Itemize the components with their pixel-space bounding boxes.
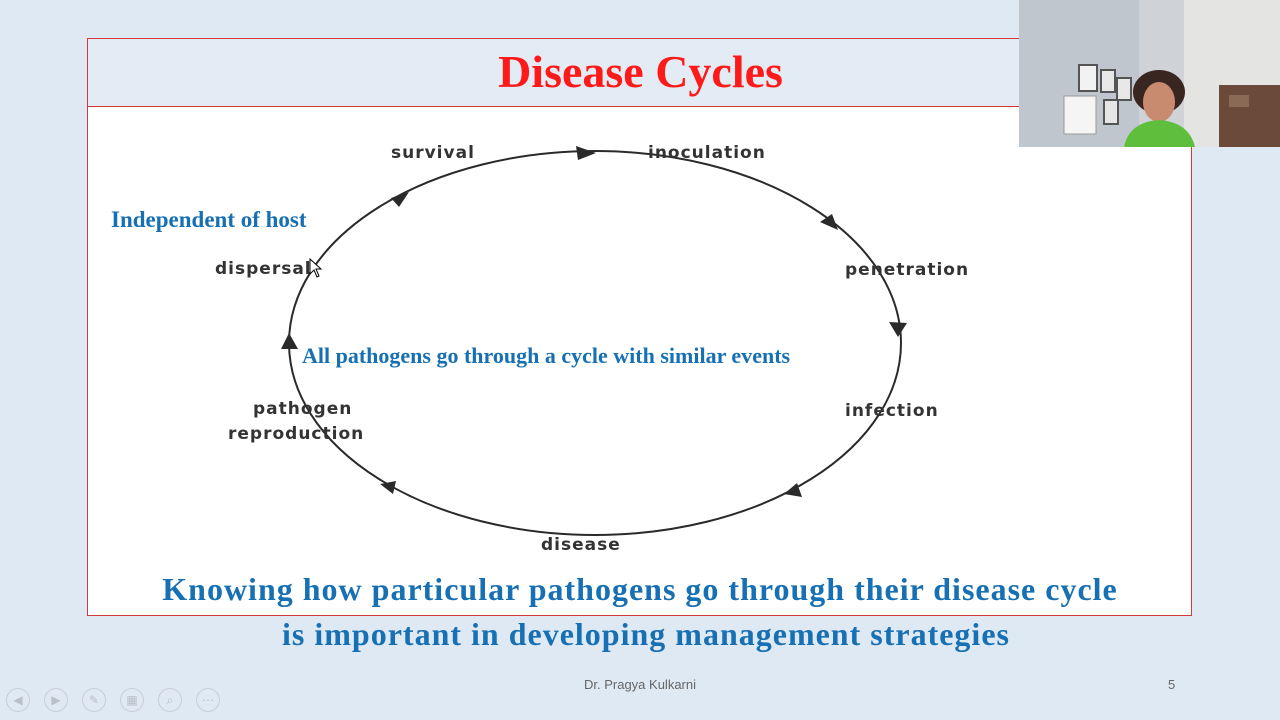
prev-icon[interactable]: ◀ bbox=[6, 688, 30, 712]
slide-frame: Disease Cycles bbox=[87, 38, 1192, 616]
arrow-disease-reproduction bbox=[380, 481, 396, 494]
note-all-pathogens: All pathogens go through a cycle with si… bbox=[302, 343, 791, 368]
mouse-cursor-icon bbox=[309, 258, 323, 278]
zoom-icon[interactable]: ⌕ bbox=[158, 688, 182, 712]
footer-author: Dr. Pragya Kulkarni bbox=[584, 677, 696, 692]
arrow-infection-disease bbox=[784, 483, 802, 497]
stage-reproduction: reproduction bbox=[228, 424, 365, 444]
next-icon[interactable]: ▶ bbox=[44, 688, 68, 712]
more-icon[interactable]: ⋯ bbox=[196, 688, 220, 712]
pen-icon[interactable]: ✎ bbox=[82, 688, 106, 712]
stage-infection: infection bbox=[845, 401, 939, 421]
webcam-video-frame bbox=[1019, 0, 1280, 147]
stage-dispersal: dispersal bbox=[215, 259, 312, 279]
stage-penetration: penetration bbox=[845, 260, 970, 280]
arrow-dispersal-survival bbox=[391, 192, 409, 207]
title-bar: Disease Cycles bbox=[88, 39, 1191, 107]
arrow-inoculation-penetration bbox=[820, 214, 838, 230]
stage-disease: disease bbox=[541, 535, 621, 555]
arrow-dispersal-upward bbox=[281, 333, 298, 349]
presenter-webcam bbox=[1019, 0, 1280, 147]
bottom-text-line1: Knowing how particular pathogens go thro… bbox=[162, 571, 1118, 607]
arrow-survival-inoculation bbox=[576, 146, 596, 160]
stage-inoculation: inoculation bbox=[648, 143, 766, 163]
stage-pathogen: pathogen bbox=[253, 399, 353, 419]
bottom-text-line2: is important in developing management st… bbox=[282, 616, 1010, 652]
slides-grid-icon[interactable]: ▦ bbox=[120, 688, 144, 712]
note-independent-of-host: Independent of host bbox=[111, 207, 307, 232]
footer-page-number: 5 bbox=[1168, 677, 1176, 692]
stage-survival: survival bbox=[391, 143, 475, 163]
slide-title: Disease Cycles bbox=[498, 46, 783, 97]
arrow-penetration-infection bbox=[889, 322, 907, 337]
